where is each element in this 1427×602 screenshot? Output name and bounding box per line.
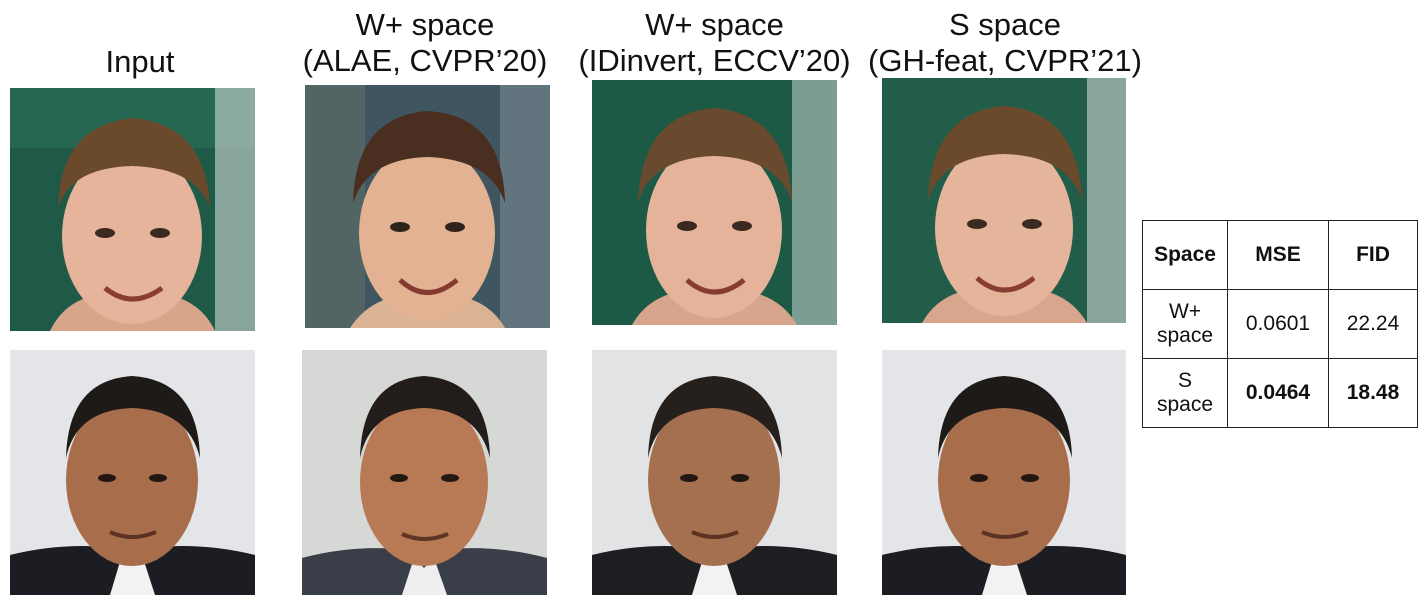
table-header-fid: FID [1328,220,1418,290]
column-header-line1: Input [105,44,175,79]
results-table: Space MSE FID W+ space 0.0601 22.24 S sp… [1142,220,1418,428]
table-cell-fid-best: 18.48 [1328,358,1418,428]
column-header-line2: (ALAE, CVPR’20) [302,43,548,78]
table-header-space: Space [1142,220,1228,290]
column-header-input: Input [20,44,260,80]
space-label: S space [1156,369,1214,416]
column-header-idinvert: W+ space (IDinvert, ECCV’20) [572,7,857,79]
face-image-row2-alae [302,350,547,595]
table-row: W+ space 0.0601 22.24 [1142,289,1418,359]
column-header-line1: W+ space [355,7,495,42]
table-row: S space 0.0464 18.48 [1142,358,1418,428]
table-cell-mse: 0.0601 [1227,289,1329,359]
table-cell-space: W+ space [1142,289,1228,359]
column-header-line1: W+ space [645,7,784,42]
face-image-row1-alae [305,85,550,328]
table-cell-space: S space [1142,358,1228,428]
column-header-ghfeat: S space (GH-feat, CVPR’21) [860,7,1150,79]
table-header-mse: MSE [1227,220,1329,290]
face-image-row2-idinvert [592,350,837,595]
table-cell-mse-best: 0.0464 [1227,358,1329,428]
column-header-line2: (IDinvert, ECCV’20) [578,43,851,78]
face-image-row1-ghfeat [882,78,1126,323]
table-header-row: Space MSE FID [1142,220,1418,290]
space-label: W+ space [1156,300,1214,347]
face-image-row2-ghfeat [882,350,1126,595]
column-header-line1: S space [948,7,1061,42]
face-image-row1-idinvert [592,80,837,325]
column-header-line2: (GH-feat, CVPR’21) [868,43,1142,78]
face-image-row2-input [10,350,255,595]
table-cell-fid: 22.24 [1328,289,1418,359]
column-header-alae: W+ space (ALAE, CVPR’20) [290,7,560,79]
face-image-row1-input [10,88,255,331]
